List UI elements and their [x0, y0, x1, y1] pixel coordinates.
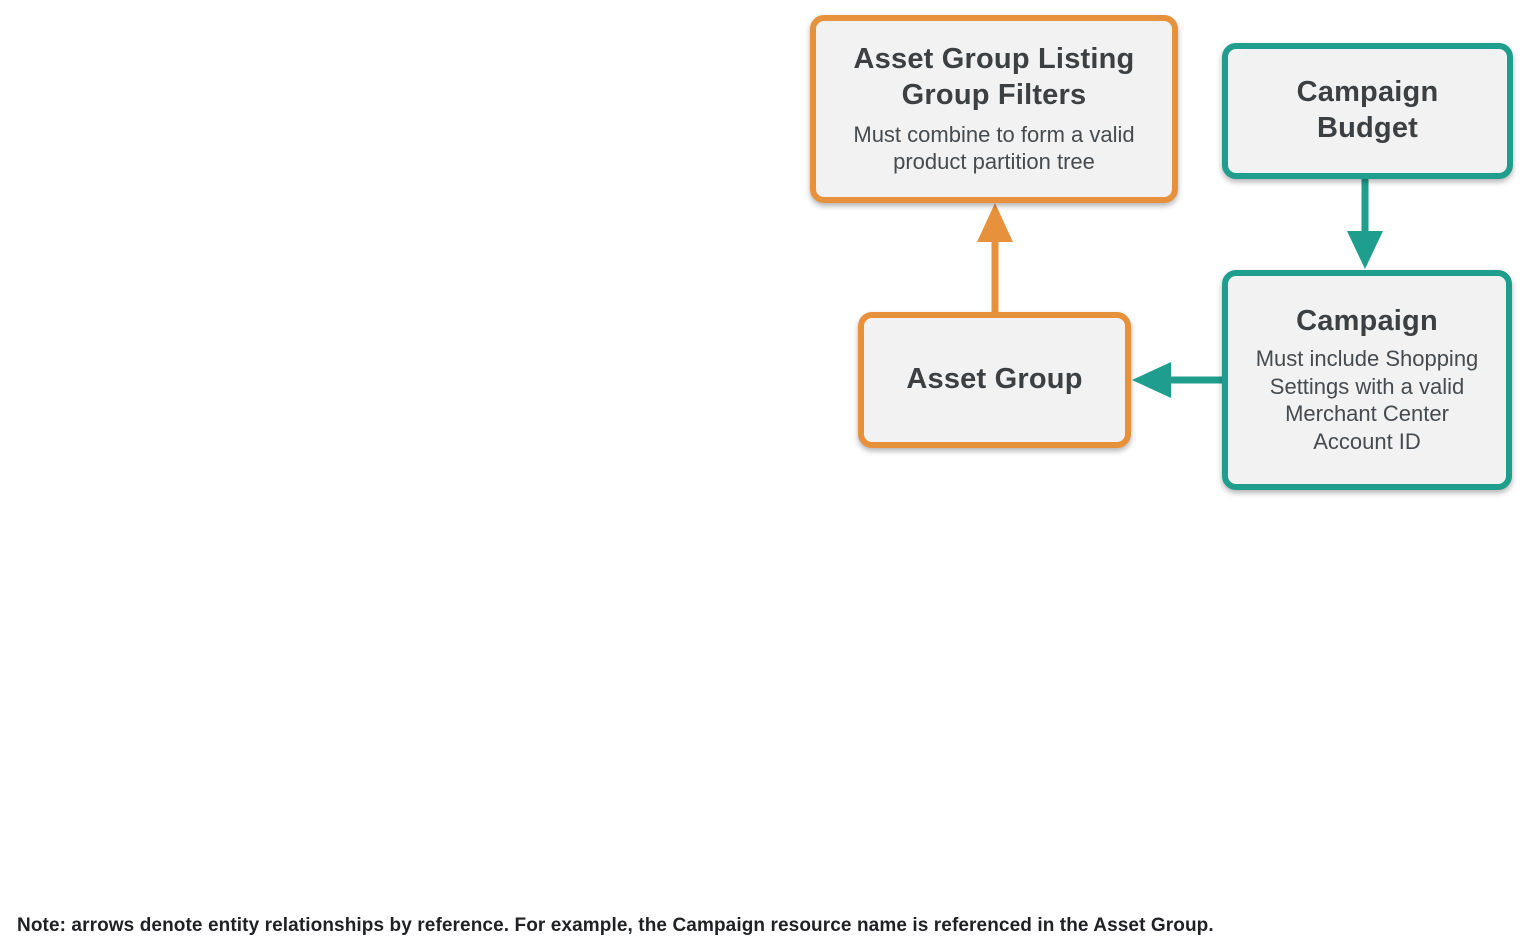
- node-asset-group: Asset Group: [858, 312, 1131, 448]
- node-title: Campaign Budget: [1296, 76, 1439, 144]
- arrow-campaign-budget-to-campaign: [1347, 179, 1383, 269]
- node-subtitle: Must include Shopping Settings with a va…: [1255, 346, 1479, 455]
- node-campaign-budget: Campaign Budget: [1222, 43, 1513, 179]
- node-title: Campaign: [1296, 305, 1438, 338]
- node-campaign: Campaign Must include Shopping Settings …: [1222, 270, 1512, 490]
- node-title: Asset Group Listing Group Filters: [853, 42, 1135, 111]
- footnote: Note: arrows denote entity relationships…: [17, 915, 1214, 936]
- node-asset-group-listing-group-filters: Asset Group Listing Group Filters Must c…: [810, 15, 1178, 203]
- node-subtitle: Must combine to form a valid product par…: [853, 121, 1135, 175]
- arrow-campaign-to-asset-group: [1132, 362, 1223, 398]
- node-title: Asset Group: [906, 363, 1083, 396]
- arrow-asset-group-to-listing-filters: [977, 203, 1013, 314]
